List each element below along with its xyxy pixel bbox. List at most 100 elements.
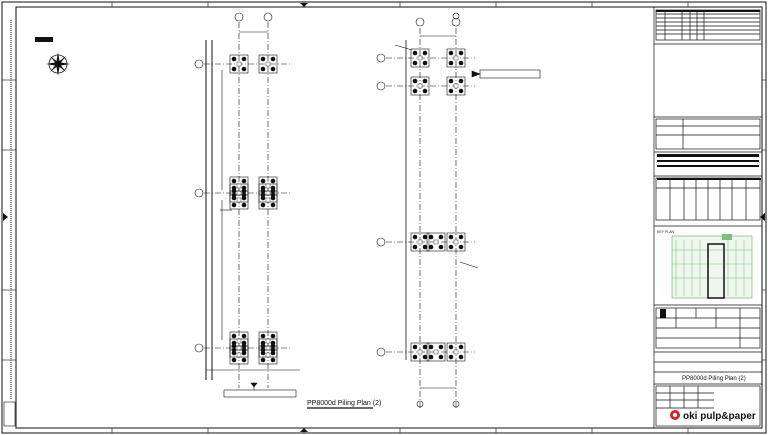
- pile-cap: [258, 54, 278, 74]
- pile: [412, 244, 418, 250]
- pile: [231, 66, 237, 72]
- pile-cap: [426, 342, 446, 362]
- pile: [422, 354, 428, 360]
- pile: [270, 178, 276, 184]
- pile: [448, 354, 454, 360]
- pile: [448, 60, 454, 66]
- pile-cap: [410, 76, 430, 96]
- company-name: oki pulp&paper: [683, 411, 756, 422]
- pile: [241, 192, 247, 198]
- pile: [422, 78, 428, 84]
- pile: [458, 60, 464, 66]
- pile: [260, 333, 266, 339]
- right-piling-plan: [376, 12, 475, 408]
- pile: [458, 354, 464, 360]
- pile: [428, 344, 434, 350]
- pile: [270, 56, 276, 62]
- pile: [231, 192, 237, 198]
- pile: [448, 88, 454, 94]
- pile: [412, 78, 418, 84]
- pile-cap: [410, 48, 430, 68]
- pile: [241, 347, 247, 353]
- pile-cap: [258, 190, 278, 210]
- pile: [412, 354, 418, 360]
- pile: [270, 347, 276, 353]
- pile: [422, 60, 428, 66]
- pile: [270, 333, 276, 339]
- pile: [270, 357, 276, 363]
- pile: [438, 344, 444, 350]
- pile: [241, 357, 247, 363]
- pile: [428, 234, 434, 240]
- pile: [438, 234, 444, 240]
- pile: [241, 178, 247, 184]
- pile: [412, 344, 418, 350]
- revision-stamp: [3, 401, 16, 427]
- pile: [260, 192, 266, 198]
- pile: [448, 78, 454, 84]
- key-plan-drawing: [671, 234, 753, 299]
- pile: [241, 333, 247, 339]
- annotation-boxes: [220, 44, 541, 398]
- pile: [412, 88, 418, 94]
- pile: [241, 202, 247, 208]
- pile: [260, 347, 266, 353]
- pile-cap: [446, 342, 466, 362]
- pile: [448, 344, 454, 350]
- pile-cap: [426, 232, 446, 252]
- pile: [260, 178, 266, 184]
- pile-cap: [229, 54, 249, 74]
- pile: [438, 354, 444, 360]
- pile: [448, 50, 454, 56]
- pile-cap: [229, 190, 249, 210]
- pile: [428, 354, 434, 360]
- pile: [422, 88, 428, 94]
- key-plan-label: KEY PLAN: [657, 230, 675, 234]
- pile: [231, 347, 237, 353]
- pile: [428, 244, 434, 250]
- pile: [458, 78, 464, 84]
- pile-groups: [229, 48, 466, 365]
- pile: [241, 56, 247, 62]
- inner-border: [15, 6, 763, 429]
- pile: [412, 60, 418, 66]
- north-arrow-icon: [35, 37, 70, 76]
- pile-cap: [229, 176, 249, 196]
- pile: [412, 50, 418, 56]
- pile: [231, 56, 237, 62]
- company-logo-icon: [670, 410, 680, 420]
- pile: [231, 202, 237, 208]
- title-block-frame: [653, 6, 763, 429]
- center-markers: [3, 3, 765, 432]
- pile: [260, 66, 266, 72]
- pile-cap: [410, 232, 430, 252]
- pile-cap: [258, 176, 278, 196]
- pile: [458, 244, 464, 250]
- pile: [231, 333, 237, 339]
- pile-cap: [258, 345, 278, 365]
- pile-cap: [229, 345, 249, 365]
- pile: [458, 234, 464, 240]
- pile: [422, 244, 428, 250]
- pile: [270, 192, 276, 198]
- pile: [241, 66, 247, 72]
- pile: [231, 357, 237, 363]
- pile: [458, 50, 464, 56]
- pile: [260, 56, 266, 62]
- pile: [260, 357, 266, 363]
- pile: [260, 202, 266, 208]
- pile: [422, 50, 428, 56]
- pile: [422, 234, 428, 240]
- pile: [438, 244, 444, 250]
- pile: [458, 88, 464, 94]
- title-block-fills: [656, 10, 761, 318]
- pile-cap: [446, 232, 466, 252]
- pile: [270, 202, 276, 208]
- pile: [231, 178, 237, 184]
- pile: [412, 234, 418, 240]
- pile: [448, 244, 454, 250]
